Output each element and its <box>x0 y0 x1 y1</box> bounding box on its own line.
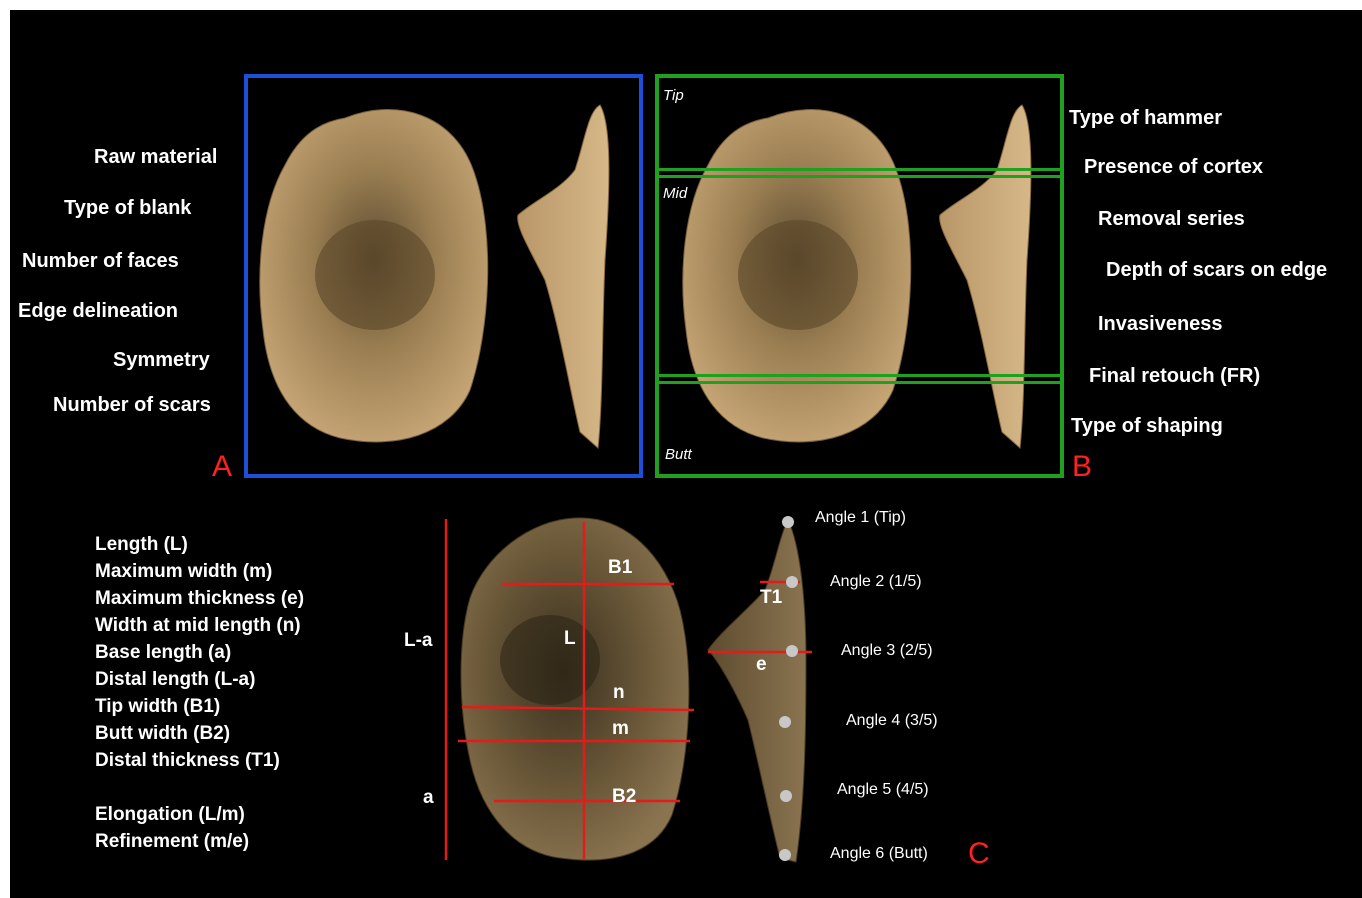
measure-9: Distal thickness (T1) <box>95 751 280 770</box>
angle-label-4: Angle 4 (3/5) <box>846 713 938 729</box>
index-1: Elongation (L/m) <box>95 805 245 824</box>
marker-T1: T1 <box>760 588 782 607</box>
angle-dot <box>780 790 792 802</box>
label-a-2: Type of blank <box>64 198 191 218</box>
label-b-1: Type of hammer <box>1069 108 1222 128</box>
label-a-4: Edge delineation <box>18 301 178 321</box>
marker-a: a <box>423 788 434 807</box>
zone-line-lower <box>655 374 1064 384</box>
box-a <box>244 74 643 478</box>
marker-n: n <box>613 683 625 702</box>
marker-m: m <box>612 719 629 738</box>
angle-dot <box>779 849 791 861</box>
marker-L: L <box>564 629 576 648</box>
panel-letter-c: C <box>968 839 990 869</box>
measure-5: Base length (a) <box>95 643 231 662</box>
label-b-5: Invasiveness <box>1098 314 1223 334</box>
label-b-3: Removal series <box>1098 209 1245 229</box>
label-a-6: Number of scars <box>53 395 211 415</box>
biface-profile-c <box>708 520 806 862</box>
zone-butt: Butt <box>665 447 692 462</box>
label-b-6: Final retouch (FR) <box>1089 366 1260 386</box>
marker-e: e <box>756 655 767 674</box>
angle-dot <box>779 716 791 728</box>
label-b-4: Depth of scars on edge <box>1106 260 1327 280</box>
measure-3: Maximum thickness (e) <box>95 589 304 608</box>
angle-dot <box>786 576 798 588</box>
measure-4: Width at mid length (n) <box>95 616 301 635</box>
zone-tip: Tip <box>663 88 684 103</box>
label-a-5: Symmetry <box>113 350 210 370</box>
measure-8: Butt width (B2) <box>95 724 230 743</box>
zone-line-upper <box>655 168 1064 178</box>
measure-2: Maximum width (m) <box>95 562 272 581</box>
box-b <box>655 74 1064 478</box>
angle-dot <box>786 645 798 657</box>
angle-label-3: Angle 3 (2/5) <box>841 643 933 659</box>
label-b-2: Presence of cortex <box>1084 157 1263 177</box>
measure-1: Length (L) <box>95 535 188 554</box>
measure-7: Tip width (B1) <box>95 697 220 716</box>
angle-label-2: Angle 2 (1/5) <box>830 574 922 590</box>
zone-mid: Mid <box>663 186 687 201</box>
angle-label-1: Angle 1 (Tip) <box>815 510 906 526</box>
angle-dot <box>782 516 794 528</box>
marker-B2: B2 <box>612 787 636 806</box>
measure-6: Distal length (L-a) <box>95 670 255 689</box>
panel-letter-a: A <box>212 452 232 482</box>
marker-La: L-a <box>404 631 433 650</box>
panel-letter-b: B <box>1072 452 1092 482</box>
label-a-1: Raw material <box>94 147 217 167</box>
marker-B1: B1 <box>608 558 632 577</box>
label-a-3: Number of faces <box>22 251 179 271</box>
label-b-7: Type of shaping <box>1071 416 1223 436</box>
angle-label-6: Angle 6 (Butt) <box>830 846 928 862</box>
index-2: Refinement (m/e) <box>95 832 249 851</box>
angle-label-5: Angle 5 (4/5) <box>837 782 929 798</box>
